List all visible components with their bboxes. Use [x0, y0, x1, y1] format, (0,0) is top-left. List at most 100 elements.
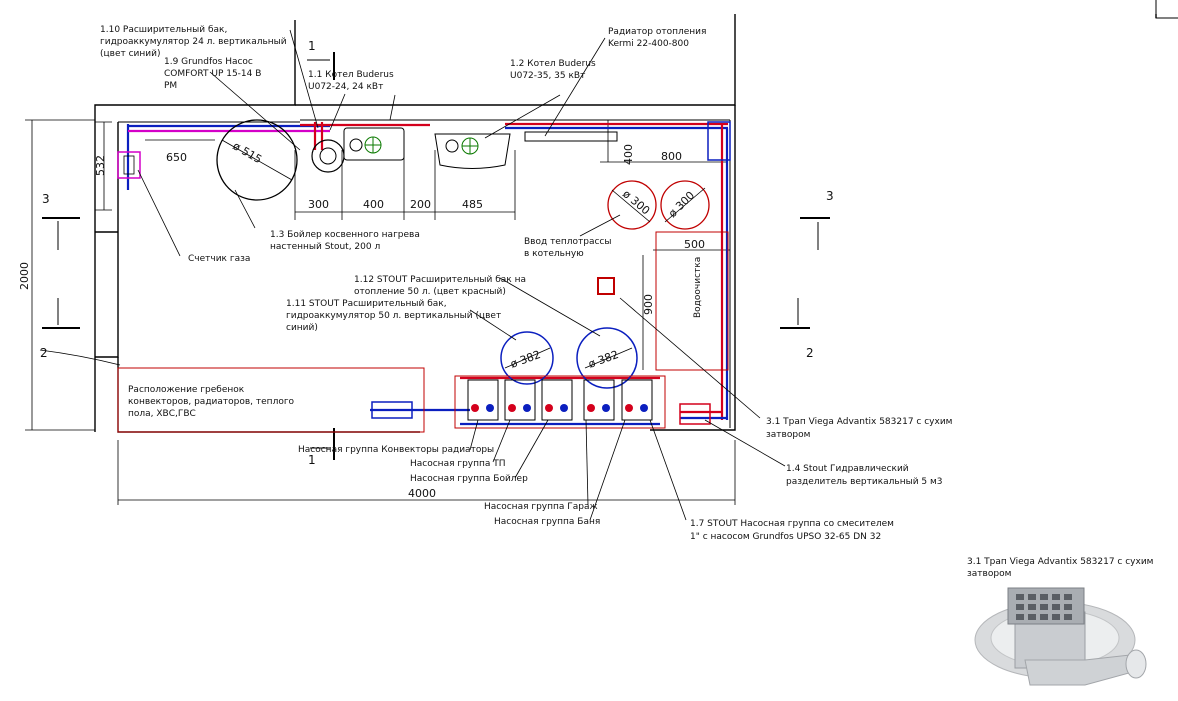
svg-text:PM: PM	[164, 81, 177, 91]
water-treatment-label: Водоочистка	[693, 257, 703, 318]
svg-text:Расположение гребенок: Расположение гребенок	[128, 385, 245, 395]
dim-650: 650	[166, 151, 187, 164]
section-mark-2-right: 2	[806, 346, 814, 360]
manifold-location-area	[117, 367, 425, 433]
pipe-network	[126, 122, 729, 426]
boiler-buderus-24-icon	[343, 127, 405, 161]
svg-text:Счетчик газа: Счетчик газа	[188, 254, 250, 264]
heat-route-pipe-a	[607, 180, 657, 230]
svg-text:1" с насосом Grundfos UPSO 32-: 1" с насосом Grundfos UPSO 32-65 DN 32	[690, 532, 881, 542]
pump-grundfos-icon	[311, 139, 345, 173]
svg-text:1.4 Stout Гидравлический: 1.4 Stout Гидравлический	[786, 464, 909, 474]
svg-text:гидроаккумулятор 24 л. вертика: гидроаккумулятор 24 л. вертикальный	[100, 37, 287, 47]
diam-300-a: ø 300	[620, 187, 652, 217]
callout-expansion-tank-24: 1.10 Расширительный бак, гидроаккумулято…	[100, 25, 287, 59]
dim-900: 900	[642, 294, 655, 315]
svg-text:1.10 Расширительный бак,: 1.10 Расширительный бак,	[100, 25, 227, 35]
boiler-buderus-35-icon	[434, 133, 511, 169]
stout-tank-50-red	[576, 327, 638, 389]
svg-text:Kermi 22-400-800: Kermi 22-400-800	[608, 39, 689, 49]
callout-pump-grundfos: 1.9 Grundfos Насос COMFORT UP 15-14 B PM	[164, 57, 261, 91]
svg-text:гидроаккумулятор 50 л. вертика: гидроаккумулятор 50 л. вертикальный (цве…	[286, 311, 501, 321]
callout-hydraulic-separator: 1.4 Stout Гидравлический разделитель вер…	[786, 464, 943, 487]
dim-400: 400	[363, 198, 384, 211]
callout-pump-group-boiler: Насосная группа Бойлер	[410, 474, 528, 484]
pump-group-block	[454, 375, 666, 429]
svg-text:U072-35, 35 кВт: U072-35, 35 кВт	[510, 71, 585, 81]
callout-radiator-kermi: Радиатор отопления Kermi 22-400-800	[608, 27, 706, 49]
pump-convectors-icon	[371, 401, 413, 419]
dimension-lines	[25, 119, 736, 505]
callout-floor-drain-viega: 3.1 Трап Viega Advantix 583217 с сухим з…	[766, 417, 952, 440]
svg-text:настенный Stout, 200 л: настенный Stout, 200 л	[270, 242, 380, 252]
svg-text:синий): синий)	[286, 323, 318, 333]
callout-boiler-buderus-35: 1.2 Котел Buderus U072-35, 35 кВт	[510, 59, 596, 81]
gas-meter-icon	[117, 151, 141, 179]
svg-text:1.9 Grundfos Насос: 1.9 Grundfos Насос	[164, 57, 253, 67]
photo-caption: 3.1 Трап Viega Advantix 583217 с сухим з…	[967, 557, 1154, 579]
svg-text:пола, ХВС,ГВС: пола, ХВС,ГВС	[128, 409, 196, 419]
callout-pump-group-garage: Насосная группа Гараж	[484, 502, 598, 512]
floor-drain-icon	[597, 277, 615, 295]
section-marks	[42, 52, 830, 460]
callout-stout-tank-50-blue: 1.11 STOUT Расширительный бак, гидроакку…	[286, 299, 501, 333]
svg-text:1.12 STOUT Расширительный бак: 1.12 STOUT Расширительный бак на	[354, 275, 526, 285]
section-mark-3-right: 3	[826, 189, 834, 203]
dim-400-vertical: 400	[622, 144, 635, 165]
hydraulic-separator-icon	[679, 403, 711, 425]
svg-text:1.3 Бойлер косвенного нагрева: 1.3 Бойлер косвенного нагрева	[270, 230, 420, 240]
dim-800: 800	[661, 150, 682, 163]
svg-text:COMFORT UP 15-14 B: COMFORT UP 15-14 B	[164, 69, 261, 79]
callout-boiler-buderus-24: 1.1 Котел Buderus U072-24, 24 кВт	[308, 70, 394, 92]
svg-text:затвором: затвором	[766, 430, 810, 440]
callout-manifold-location: Расположение гребенок конвекторов, радиа…	[128, 385, 295, 419]
pump-valves-blue	[486, 404, 648, 412]
dim-300: 300	[308, 198, 329, 211]
dim-2000: 2000	[18, 262, 31, 290]
svg-text:(цвет синий): (цвет синий)	[100, 49, 160, 59]
callout-pump-group-bath: Насосная группа Баня	[494, 517, 600, 527]
pump-valves-red	[471, 404, 633, 412]
callout-pump-group-tp: Насосная группа ТП	[410, 459, 506, 469]
dim-532: 532	[94, 155, 107, 176]
heat-route-pipe-b	[660, 180, 710, 230]
svg-text:отопление 50 л. (цвет красный): отопление 50 л. (цвет красный)	[354, 287, 506, 297]
dim-500: 500	[684, 238, 705, 251]
svg-text:3.1 Трап Viega Advantix 583217: 3.1 Трап Viega Advantix 583217 с сухим	[766, 417, 952, 427]
diam-515: ø 515	[231, 139, 265, 166]
section-mark-3-left: 3	[42, 192, 50, 206]
section-mark-1-bottom: 1	[308, 453, 316, 467]
pump-groups	[467, 379, 653, 421]
svg-text:1.7 STOUT Насосная группа со с: 1.7 STOUT Насосная группа со смесителем	[690, 519, 894, 529]
svg-text:в котельную: в котельную	[524, 249, 584, 259]
dim-4000: 4000	[408, 487, 436, 500]
callout-stout-tank-50-red: 1.12 STOUT Расширительный бак на отоплен…	[354, 275, 526, 297]
dim-485: 485	[462, 198, 483, 211]
section-mark-1-top: 1	[308, 39, 316, 53]
floor-drain-photo	[974, 587, 1147, 686]
leader-lines	[137, 29, 786, 521]
indirect-boiler-tank	[216, 119, 298, 201]
stout-tank-50-blue	[500, 331, 554, 385]
walls	[94, 0, 1178, 433]
svg-text:1.1 Котел Buderus: 1.1 Котел Buderus	[308, 70, 394, 80]
section-mark-2-left: 2	[40, 346, 48, 360]
radiator-kermi-icon	[524, 131, 618, 142]
callout-stout-pump-group-mixer: 1.7 STOUT Насосная группа со смесителем …	[690, 519, 894, 542]
svg-text:Радиатор отопления: Радиатор отопления	[608, 27, 706, 37]
svg-text:U072-24, 24 кВт: U072-24, 24 кВт	[308, 82, 383, 92]
callout-heat-route-input: Ввод теплотрассы в котельную	[524, 237, 611, 259]
svg-text:1.2 Котел Buderus: 1.2 Котел Buderus	[510, 59, 596, 69]
water-treatment-area	[655, 231, 729, 371]
callout-boiler-stout-200: 1.3 Бойлер косвенного нагрева настенный …	[270, 230, 420, 252]
svg-text:разделитель вертикальный 5 м3: разделитель вертикальный 5 м3	[786, 477, 943, 487]
diam-382-a: ø 382	[509, 348, 543, 371]
callout-pump-group-convectors: Насосная группа Конвекторы радиаторы	[298, 445, 494, 455]
svg-text:Ввод теплотрассы: Ввод теплотрассы	[524, 237, 611, 247]
dim-200: 200	[410, 198, 431, 211]
callout-gas-meter: Счетчик газа	[188, 254, 250, 264]
diam-300-b: ø 300	[666, 189, 697, 220]
svg-text:конвекторов, радиаторов, тепло: конвекторов, радиаторов, теплого	[128, 397, 295, 407]
diam-382-b: ø 382	[587, 348, 621, 371]
